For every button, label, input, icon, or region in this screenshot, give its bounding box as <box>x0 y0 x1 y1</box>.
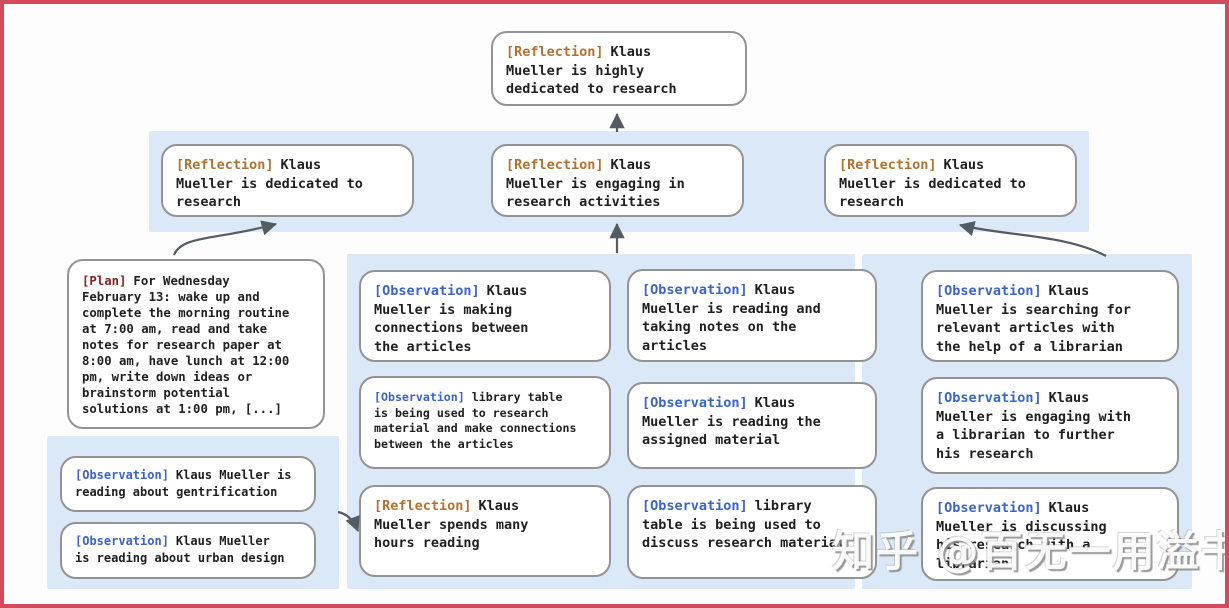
node-reflection-hours-reading: [Reflection]Klaus Mueller spends many ho… <box>359 485 611 577</box>
node-text: Klaus Mueller is reading and taking note… <box>642 282 821 354</box>
observation-tag: [Observation] <box>936 500 1042 516</box>
plan-tag: [Plan] <box>82 274 127 288</box>
node-reflection-engaging: [Reflection]Klaus Mueller is engaging in… <box>491 144 744 217</box>
node-text: Klaus Mueller is searching for relevant … <box>936 283 1132 355</box>
node-obs-search-librarian: [Observation]Klaus Mueller is searching … <box>921 270 1179 362</box>
node-text: library table is being used to discuss r… <box>642 498 846 551</box>
observation-tag: [Observation] <box>936 390 1042 406</box>
node-text: Klaus Mueller is engaging with a librari… <box>936 390 1132 462</box>
reflection-tag: [Reflection] <box>374 498 472 514</box>
reflection-tag: [Reflection] <box>839 157 937 173</box>
observation-tag: [Observation] <box>642 282 748 298</box>
node-text: library table is being used to research … <box>374 390 577 451</box>
observation-tag: [Observation] <box>374 283 480 299</box>
observation-tag: [Observation] <box>75 534 169 548</box>
node-obs-discuss-librarian: [Observation]Klaus Mueller is discussing… <box>921 487 1179 581</box>
reflection-tag: [Reflection] <box>506 44 604 60</box>
node-obs-urban-design: [Observation]Klaus Mueller is reading ab… <box>60 522 316 579</box>
node-obs-library-research: [Observation]library table is being used… <box>359 376 611 469</box>
reflection-tag: [Reflection] <box>506 157 604 173</box>
node-text: Klaus Mueller is engaging in research ac… <box>506 157 685 210</box>
observation-tag: [Observation] <box>642 395 748 411</box>
node-plan: [Plan]For Wednesday February 13: wake up… <box>67 259 325 429</box>
node-reflection-dedicated-left: [Reflection]Klaus Mueller is dedicated t… <box>161 144 414 217</box>
node-obs-gentrification: [Observation]Klaus Mueller is reading ab… <box>60 456 316 512</box>
node-text: For Wednesday February 13: wake up and c… <box>82 274 290 416</box>
node-obs-assigned-material: [Observation]Klaus Mueller is reading th… <box>627 382 877 469</box>
observation-tag: [Observation] <box>75 468 169 482</box>
node-text: Klaus Mueller is highly dedicated to res… <box>506 44 677 97</box>
node-text: Klaus Mueller is making connections betw… <box>374 283 529 355</box>
node-text: Klaus Mueller is dedicated to research <box>839 157 1026 210</box>
node-reflection-dedicated-right: [Reflection]Klaus Mueller is dedicated t… <box>824 144 1077 217</box>
node-text: Klaus Mueller is reading the assigned ma… <box>642 395 821 448</box>
node-text: Klaus Mueller is reading about gentrific… <box>75 468 292 499</box>
watermark: 知乎 @百无一用溢书生 <box>832 527 1225 576</box>
node-text: Klaus Mueller is reading about urban des… <box>75 534 285 565</box>
node-top-reflection: [Reflection]Klaus Mueller is highly dedi… <box>491 31 747 106</box>
node-obs-connections: [Observation]Klaus Mueller is making con… <box>359 270 611 362</box>
node-obs-taking-notes: [Observation]Klaus Mueller is reading an… <box>627 269 877 362</box>
node-text: Klaus Mueller is discussing his research… <box>936 500 1107 572</box>
observation-tag: [Observation] <box>936 283 1042 299</box>
node-text: Klaus Mueller is dedicated to research <box>176 157 363 210</box>
observation-tag: [Observation] <box>374 390 465 404</box>
node-obs-engage-librarian: [Observation]Klaus Mueller is engaging w… <box>921 377 1179 474</box>
observation-tag: [Observation] <box>642 498 748 514</box>
node-text: Klaus Mueller spends many hours reading <box>374 498 529 551</box>
reflection-tag: [Reflection] <box>176 157 274 173</box>
node-obs-library-discuss: [Observation]library table is being used… <box>627 485 877 579</box>
